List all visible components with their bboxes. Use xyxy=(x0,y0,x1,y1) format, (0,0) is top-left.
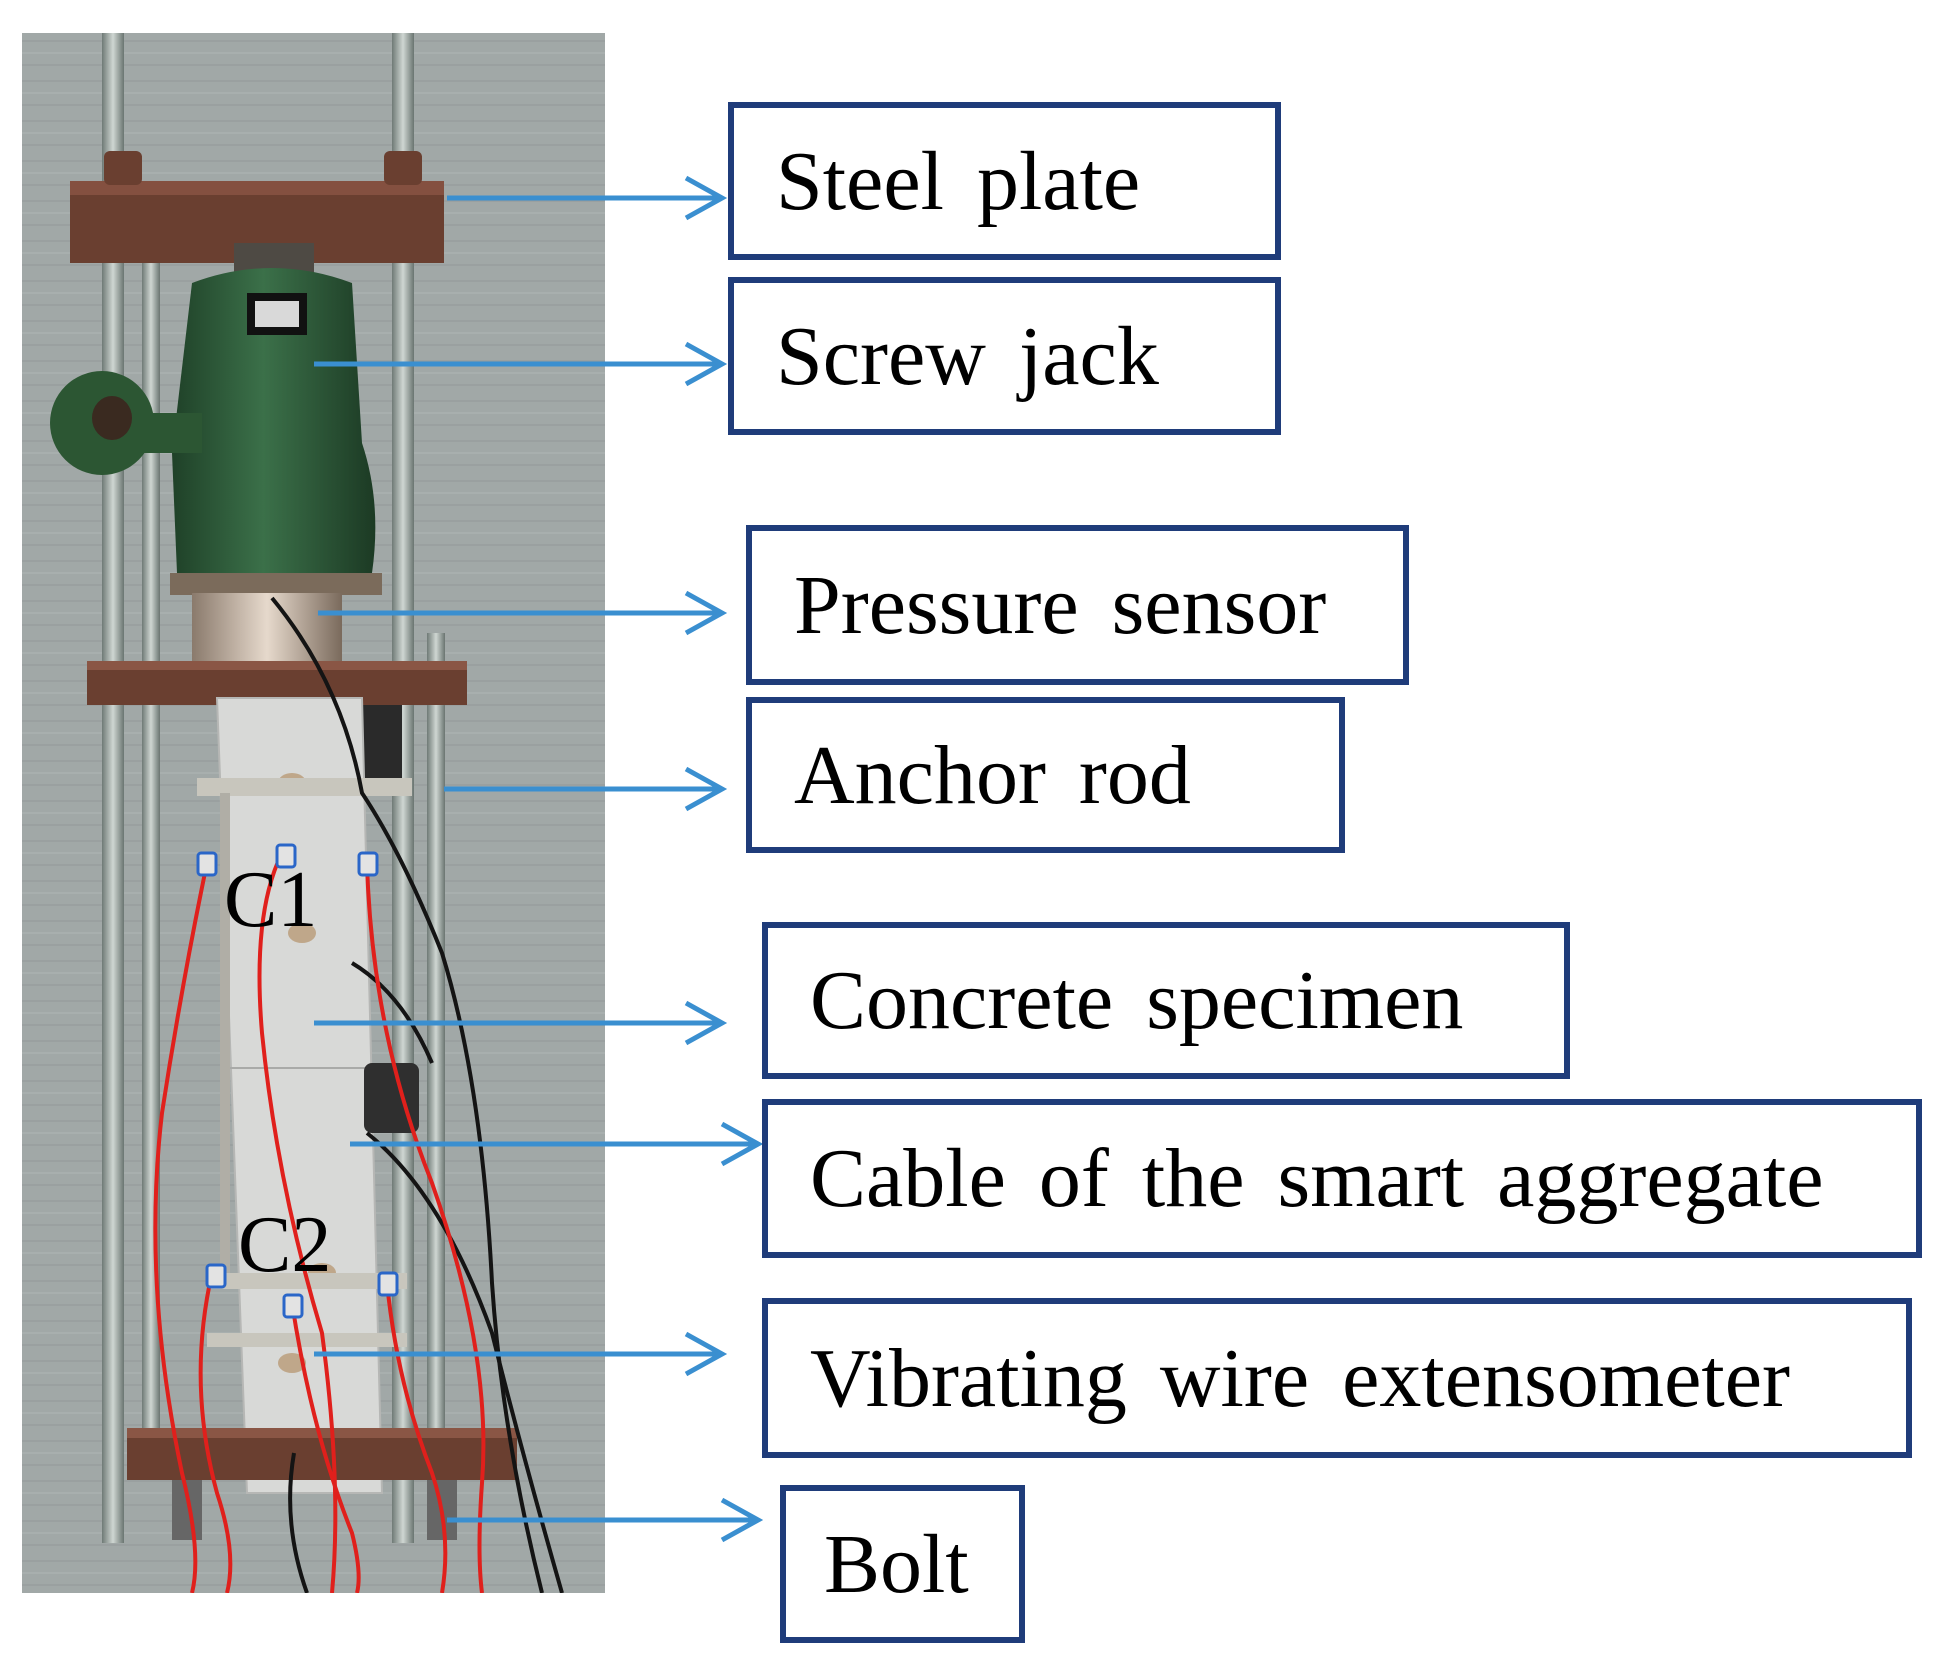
black-cables xyxy=(270,596,564,1593)
label-cable-text: Cable of the smart aggregate xyxy=(810,1132,1824,1225)
label-screw-jack: Screw jack xyxy=(728,277,1281,435)
label-cable: Cable of the smart aggregate xyxy=(762,1099,1922,1258)
pressure-sensor xyxy=(192,593,342,668)
bottom-steel-plate xyxy=(127,1428,517,1540)
smart-aggregate xyxy=(364,1063,419,1133)
arrow-extensometer xyxy=(314,1331,728,1377)
concrete-specimen xyxy=(215,697,384,1494)
label-concrete-specimen-text: Concrete specimen xyxy=(810,954,1464,1047)
marker-c2: C2 xyxy=(238,1201,332,1289)
label-steel-plate-text: Steel plate xyxy=(776,134,1141,228)
label-extensometer: Vibrating wire extensometer xyxy=(762,1298,1912,1458)
arrow-pressure-sensor xyxy=(318,590,728,636)
label-anchor-rod-text: Anchor rod xyxy=(794,728,1191,822)
label-anchor-rod: Anchor rod xyxy=(746,697,1345,853)
label-pressure-sensor-text: Pressure sensor xyxy=(794,558,1327,652)
arrow-anchor-rod xyxy=(444,766,728,812)
arrow-bolt xyxy=(447,1497,764,1543)
test-rig-photo xyxy=(22,33,605,1593)
screw-jack xyxy=(50,243,382,595)
arrow-cable xyxy=(350,1121,764,1167)
label-concrete-specimen: Concrete specimen xyxy=(762,922,1570,1079)
arrow-steel-plate xyxy=(447,175,728,221)
label-extensometer-text: Vibrating wire extensometer xyxy=(810,1331,1790,1425)
label-screw-jack-text: Screw jack xyxy=(776,309,1159,403)
label-bolt: Bolt xyxy=(780,1485,1025,1643)
arrow-screw-jack xyxy=(314,341,728,387)
marker-c1: C1 xyxy=(224,856,318,944)
label-steel-plate: Steel plate xyxy=(728,102,1281,260)
label-pressure-sensor: Pressure sensor xyxy=(746,525,1409,685)
arrow-concrete-specimen xyxy=(314,1000,728,1046)
label-bolt-text: Bolt xyxy=(824,1517,969,1611)
sensor-connectors xyxy=(196,843,399,1319)
